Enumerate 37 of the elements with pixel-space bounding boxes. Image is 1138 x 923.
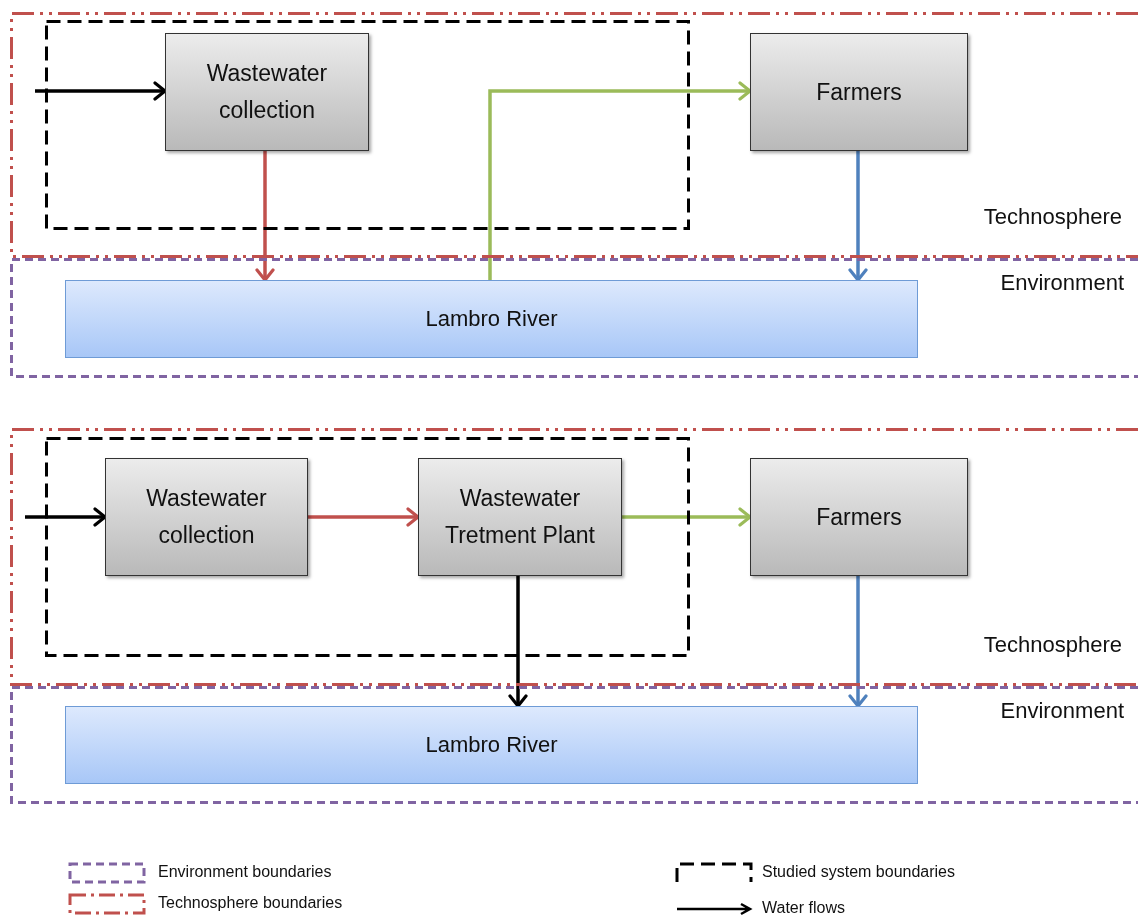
process-box xyxy=(418,458,622,576)
node-label: Wastewater collection xyxy=(205,59,329,125)
node-label: Lambro River xyxy=(425,306,558,332)
flow-arrow xyxy=(25,507,107,527)
system-boundary xyxy=(45,437,690,657)
process-box xyxy=(750,33,968,151)
flow-arrow xyxy=(488,81,752,280)
flow-arrow xyxy=(508,576,528,708)
technosphere-boundary xyxy=(10,428,1138,686)
boundary-label: Environment xyxy=(1000,270,1124,296)
boundary-label: Technosphere xyxy=(983,632,1122,658)
legend-text: Studied system boundaries xyxy=(762,863,955,881)
node-label: Lambro River xyxy=(425,732,558,758)
system-boundary xyxy=(45,20,690,230)
boundary-label: Environment xyxy=(1000,698,1124,724)
flow-arrow xyxy=(308,507,420,527)
flow-arrow xyxy=(848,151,868,282)
environment-boundary xyxy=(10,686,1138,804)
process-box xyxy=(105,458,308,576)
flow-arrow xyxy=(848,576,868,708)
legend-text: Water flows xyxy=(762,899,845,917)
boundary-label: Technosphere xyxy=(983,204,1122,230)
process-box xyxy=(165,33,369,151)
process-box xyxy=(750,458,968,576)
legend-text: Environment boundaries xyxy=(158,863,332,881)
node-label: Farmers xyxy=(816,502,902,532)
environment-boundary xyxy=(10,258,1138,378)
flow-arrow xyxy=(255,151,275,282)
flow-arrow xyxy=(35,81,167,101)
river-box xyxy=(65,280,918,358)
node-label: Wastewater Tretment Plant xyxy=(444,484,596,550)
flow-arrow xyxy=(622,507,752,527)
river-box xyxy=(65,706,918,784)
node-label: Wastewater collection xyxy=(145,484,268,550)
technosphere-boundary xyxy=(10,12,1138,258)
node-label: Farmers xyxy=(816,77,902,107)
legend-text: Technosphere boundaries xyxy=(158,894,343,912)
